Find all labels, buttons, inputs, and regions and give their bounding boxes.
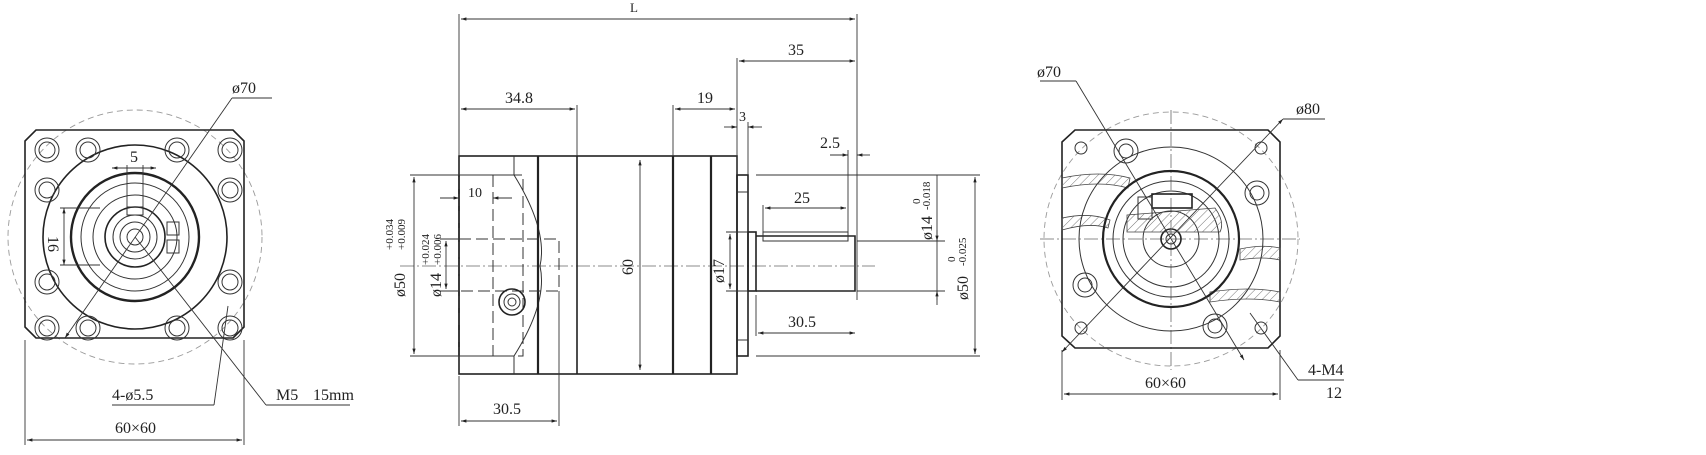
center-bore: [126, 228, 144, 246]
tol-output-shaft-lower: -0.018: [921, 181, 933, 210]
dim-L: L: [630, 0, 638, 15]
dim-30-5-shaft: 30.5: [788, 314, 816, 331]
dim-tapped-depth: 12: [1326, 385, 1342, 402]
dim-2-5: 2.5: [820, 135, 840, 152]
clamp-ring-inner: [92, 194, 178, 280]
tol-output-pilot-upper: 0: [946, 256, 958, 262]
tol-input-pilot-upper: +0.034: [384, 219, 396, 250]
dim-35: 35: [788, 42, 804, 59]
output-end-view: ø70 ø80 60×60 4-M4 12: [1037, 64, 1344, 402]
clamp-screw: [166, 221, 180, 236]
input-pilot-hidden: [458, 174, 524, 357]
dim-thread-depth: 15mm: [313, 387, 354, 404]
clamp-access-hole: [498, 288, 526, 316]
tol-output-pilot-lower: -0.025: [957, 237, 969, 266]
key-slot: [126, 206, 144, 216]
dim-square-output: 60×60: [1145, 375, 1186, 392]
dim-10: 10: [468, 186, 482, 201]
square-flange: [24, 129, 245, 339]
gearbox-body: [458, 155, 738, 375]
dim-dia70: ø70: [232, 80, 256, 97]
dim-dia80: ø80: [1296, 101, 1320, 118]
dim-25: 25: [794, 190, 810, 207]
input-bore-hidden: [458, 238, 560, 292]
dim-output-shaft: ø14: [919, 216, 936, 240]
flange-circle: [42, 144, 228, 330]
dim-19: 19: [697, 90, 713, 107]
shaft-shoulder: [747, 231, 757, 292]
dim-3: 3: [739, 110, 746, 125]
motor-pilot: [69, 171, 201, 303]
dim-34-8: 34.8: [505, 90, 533, 107]
dim-60: 60: [620, 259, 637, 275]
tol-input-bore-lower: +0.006: [432, 234, 444, 265]
dim-dia17: ø17: [711, 259, 728, 283]
key: [1151, 193, 1193, 209]
mounting-holes: [34, 137, 243, 341]
dim-key-height: 16: [44, 236, 61, 252]
dim-dia70-output: ø70: [1037, 64, 1061, 81]
dim-30-5-bore: 30.5: [493, 401, 521, 418]
dim-tapped-holes: 4-M4: [1308, 362, 1344, 379]
pcd-circle: [7, 109, 263, 365]
output-shaft: [756, 235, 856, 292]
dim-square: 60×60: [115, 420, 156, 437]
tol-output-shaft-upper: 0: [911, 198, 923, 204]
dim-output-pilot: ø50: [955, 276, 972, 300]
dim-thread: M5: [276, 387, 298, 404]
clamp-ring: [80, 182, 190, 292]
tol-input-bore-upper: +0.024: [420, 234, 432, 265]
tol-input-pilot-lower: +0.009: [396, 219, 408, 250]
dim-input-bore: ø14: [428, 273, 445, 297]
output-pilot: [736, 174, 749, 357]
pcd-80-circle: [1043, 111, 1299, 367]
input-end-view: ø70 5 16 4-ø5.5 M5 15mm 60×60: [7, 80, 354, 445]
key-section: [1126, 207, 1223, 233]
dim-input-pilot: ø50: [392, 273, 409, 297]
dim-mount-holes: 4-ø5.5: [112, 387, 153, 404]
shaft-key: [762, 231, 849, 242]
side-view: L 35 34.8 19 3 2.5 25 10 60 ø17 30.5: [384, 0, 980, 426]
dim-key-width: 5: [130, 149, 138, 166]
